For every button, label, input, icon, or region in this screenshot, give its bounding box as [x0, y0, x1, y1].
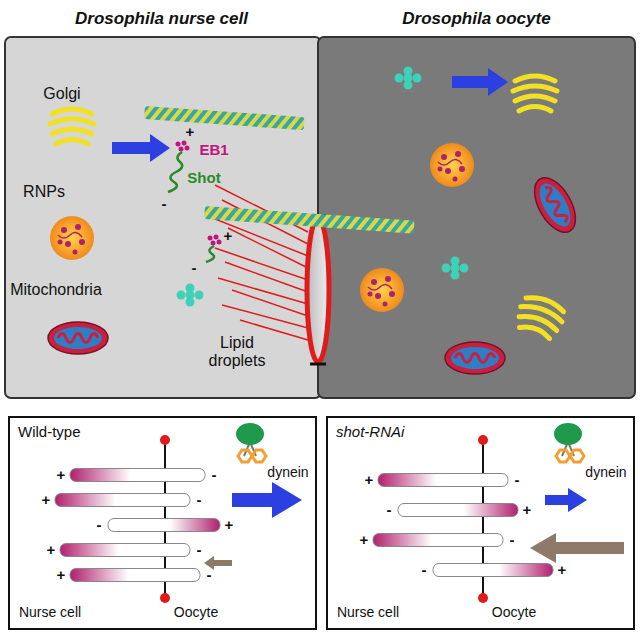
- microtubule: [55, 494, 190, 507]
- end-sign: +: [365, 471, 374, 488]
- end-sign: +: [57, 566, 66, 583]
- minus-end: -: [192, 259, 197, 276]
- motor-label: dynein: [585, 464, 626, 480]
- end-sign: -: [212, 466, 217, 483]
- panel-box: Wild-type: [8, 416, 317, 630]
- cell-region: Drosophila oocyte: [318, 37, 635, 398]
- panel-box: shot-RNAi: [326, 416, 635, 630]
- end-sign: -: [387, 501, 392, 518]
- end-sign: +: [47, 541, 56, 558]
- plus-end: +: [224, 227, 233, 244]
- organelle-label: Lipid droplets: [202, 334, 272, 371]
- microtubule: [70, 569, 200, 582]
- microtubule: [108, 519, 220, 532]
- panel-title: Wild-type: [18, 423, 81, 440]
- end-sign: +: [225, 516, 234, 533]
- cell-label: Nurse cell: [337, 604, 399, 620]
- protein-label: EB1: [199, 141, 228, 158]
- end-sign: -: [197, 541, 202, 558]
- organelle-label: RNPs: [23, 183, 65, 201]
- end-sign: +: [360, 531, 369, 548]
- motor-label: dynein: [267, 464, 308, 480]
- cell-title: Drosophila oocyte: [318, 9, 635, 29]
- microtubule: [70, 469, 205, 482]
- end-sign: +: [558, 561, 567, 578]
- cell-label: Oocyte: [174, 604, 218, 620]
- end-sign: -: [97, 516, 102, 533]
- end-sign: -: [207, 566, 212, 583]
- cell-label: Oocyte: [492, 604, 536, 620]
- organelle-label: Golgi: [43, 85, 80, 103]
- end-sign: +: [523, 501, 532, 518]
- microtubule: [433, 564, 553, 577]
- panel-title: shot-RNAi: [336, 423, 404, 440]
- microtubule: [378, 474, 508, 487]
- end-sign: +: [42, 491, 51, 508]
- microtubule: [398, 504, 518, 517]
- cell-title: Drosophila nurse cell: [5, 9, 318, 29]
- plus-end: +: [186, 123, 195, 140]
- cell-label: Nurse cell: [19, 604, 81, 620]
- end-sign: -: [197, 491, 202, 508]
- minus-end: -: [162, 195, 167, 212]
- end-sign: +: [57, 466, 66, 483]
- end-sign: -: [422, 561, 427, 578]
- microtubule: [373, 534, 503, 547]
- microtubule: [60, 544, 190, 557]
- end-sign: -: [510, 531, 515, 548]
- organelle-label: Mitochondria: [10, 281, 102, 299]
- end-sign: -: [515, 471, 520, 488]
- protein-label: Shot: [187, 169, 220, 186]
